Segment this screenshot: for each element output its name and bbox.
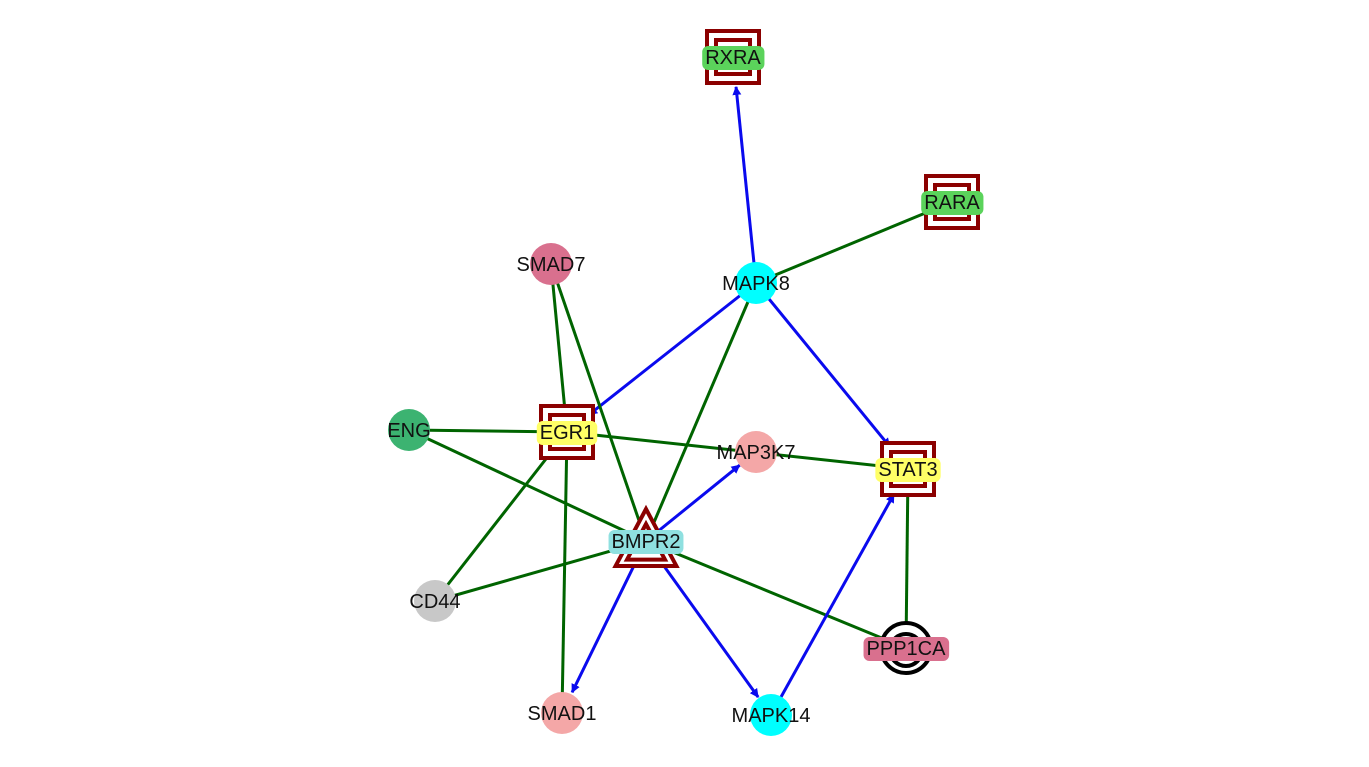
edge-mapk8-to-bmpr2	[644, 282, 758, 542]
node-label-group-smad7: SMAD7	[517, 254, 586, 276]
node-label-group-mapk14: MAPK14	[732, 705, 811, 727]
node-map3k7[interactable]	[735, 431, 777, 473]
node-label-egr1: EGR1	[540, 422, 594, 444]
node-eng[interactable]	[388, 409, 430, 451]
edge-mapk14-to-stat3	[769, 493, 896, 716]
node-label-background	[921, 191, 984, 215]
edge-egr1-to-cd44	[433, 431, 569, 602]
node-label-background	[608, 530, 684, 554]
node-label-mapk8: MAPK8	[722, 273, 790, 295]
node-label-group-ppp1ca: PPP1CA	[863, 637, 950, 661]
node-label-group-rxra: RXRA	[702, 46, 765, 70]
edges-layer	[408, 85, 953, 716]
edge-bmpr2-to-map3k7	[645, 464, 741, 543]
edge-eng-to-bmpr2	[408, 428, 647, 543]
nodes-layer	[388, 29, 980, 736]
node-mapk8[interactable]	[735, 262, 777, 304]
node-label-rara: RARA	[924, 192, 980, 214]
node-circle	[735, 262, 777, 304]
node-label-background	[536, 421, 598, 445]
node-label-cd44: CD44	[409, 591, 460, 613]
node-label-group-stat3: STAT3	[875, 458, 941, 482]
node-circle	[750, 694, 792, 736]
node-label-ppp1ca: PPP1CA	[867, 638, 947, 660]
node-mapk14[interactable]	[750, 694, 792, 736]
edge-bmpr2-to-ppp1ca	[645, 539, 907, 650]
node-label-group-map3k7: MAP3K7	[717, 442, 796, 464]
node-label-rxra: RXRA	[705, 47, 761, 69]
node-label-group-egr1: EGR1	[536, 421, 598, 445]
node-smad1[interactable]	[541, 692, 583, 734]
node-label-background	[875, 458, 941, 482]
node-label-group-smad1: SMAD1	[528, 703, 597, 725]
node-label-map3k7: MAP3K7	[717, 442, 796, 464]
node-label-background	[863, 637, 950, 661]
edge-egr1-to-smad1	[560, 431, 569, 714]
node-smad7[interactable]	[530, 243, 572, 285]
edge-mapk8-to-egr1	[588, 281, 757, 416]
node-cd44[interactable]	[414, 580, 456, 622]
node-label-group-eng: ENG	[387, 420, 430, 442]
node-circle	[388, 409, 430, 451]
edge-stat3-to-ppp1ca	[904, 468, 910, 649]
edge-mapk8-to-rara	[755, 200, 953, 285]
node-label-smad7: SMAD7	[517, 254, 586, 276]
node-label-group-mapk8: MAPK8	[722, 273, 790, 295]
node-label-stat3: STAT3	[878, 459, 937, 481]
node-label-background	[702, 46, 765, 70]
edge-mapk8-to-rxra	[732, 85, 758, 284]
node-circle	[530, 243, 572, 285]
node-label-bmpr2: BMPR2	[612, 531, 681, 553]
node-label-group-rara: RARA	[921, 191, 984, 215]
node-circle	[541, 692, 583, 734]
node-label-eng: ENG	[387, 420, 430, 442]
node-label-group-cd44: CD44	[409, 591, 460, 613]
node-label-mapk14: MAPK14	[732, 705, 811, 727]
node-label-smad1: SMAD1	[528, 703, 597, 725]
edge-mapk8-to-stat3	[754, 282, 891, 448]
node-circle	[735, 431, 777, 473]
edge-smad7-to-bmpr2	[549, 263, 648, 542]
node-circle	[414, 580, 456, 622]
node-label-group-bmpr2: BMPR2	[608, 530, 684, 554]
